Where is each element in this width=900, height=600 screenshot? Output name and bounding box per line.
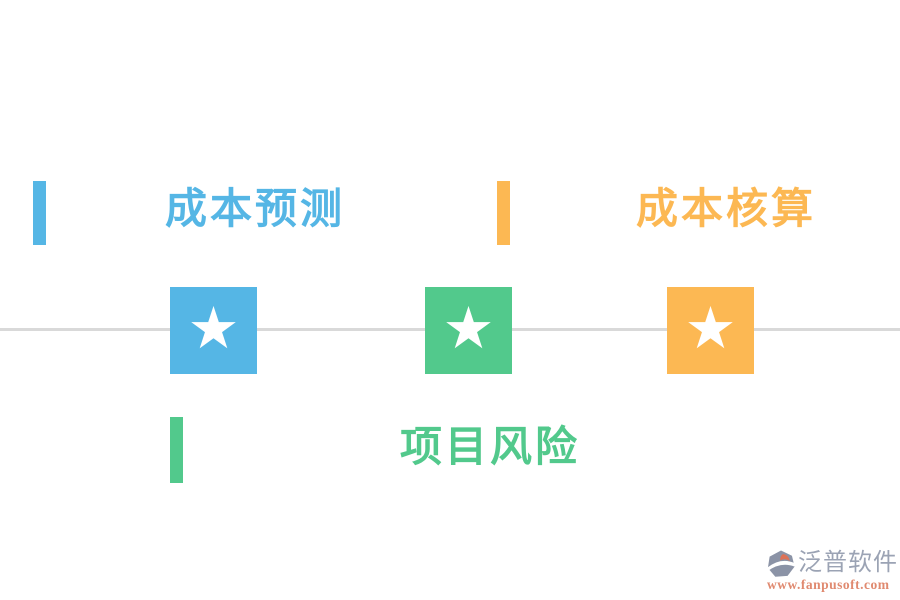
star-icon: ★ [684,295,737,361]
brand-website: www.fanpusoft.com [767,577,890,592]
accent-bar-project-risk [170,417,183,483]
label-cost-forecast: 成本预测 [164,185,345,232]
fanpu-logo-icon [767,550,795,577]
star-icon: ★ [442,295,495,361]
milestone-node-project-risk: ★ [425,287,512,374]
label-project-risk: 项目风险 [399,423,580,470]
accent-bar-cost-forecast [33,181,46,245]
milestone-node-cost-forecast: ★ [170,287,257,374]
brand-name: 泛普软件 [798,549,898,576]
star-icon: ★ [187,295,240,361]
accent-bar-cost-accounting [497,181,510,245]
milestone-node-cost-accounting: ★ [667,287,754,374]
label-cost-accounting: 成本核算 [635,185,816,232]
brand-logo: 泛普软件 www.fanpusoft.com [765,548,898,594]
